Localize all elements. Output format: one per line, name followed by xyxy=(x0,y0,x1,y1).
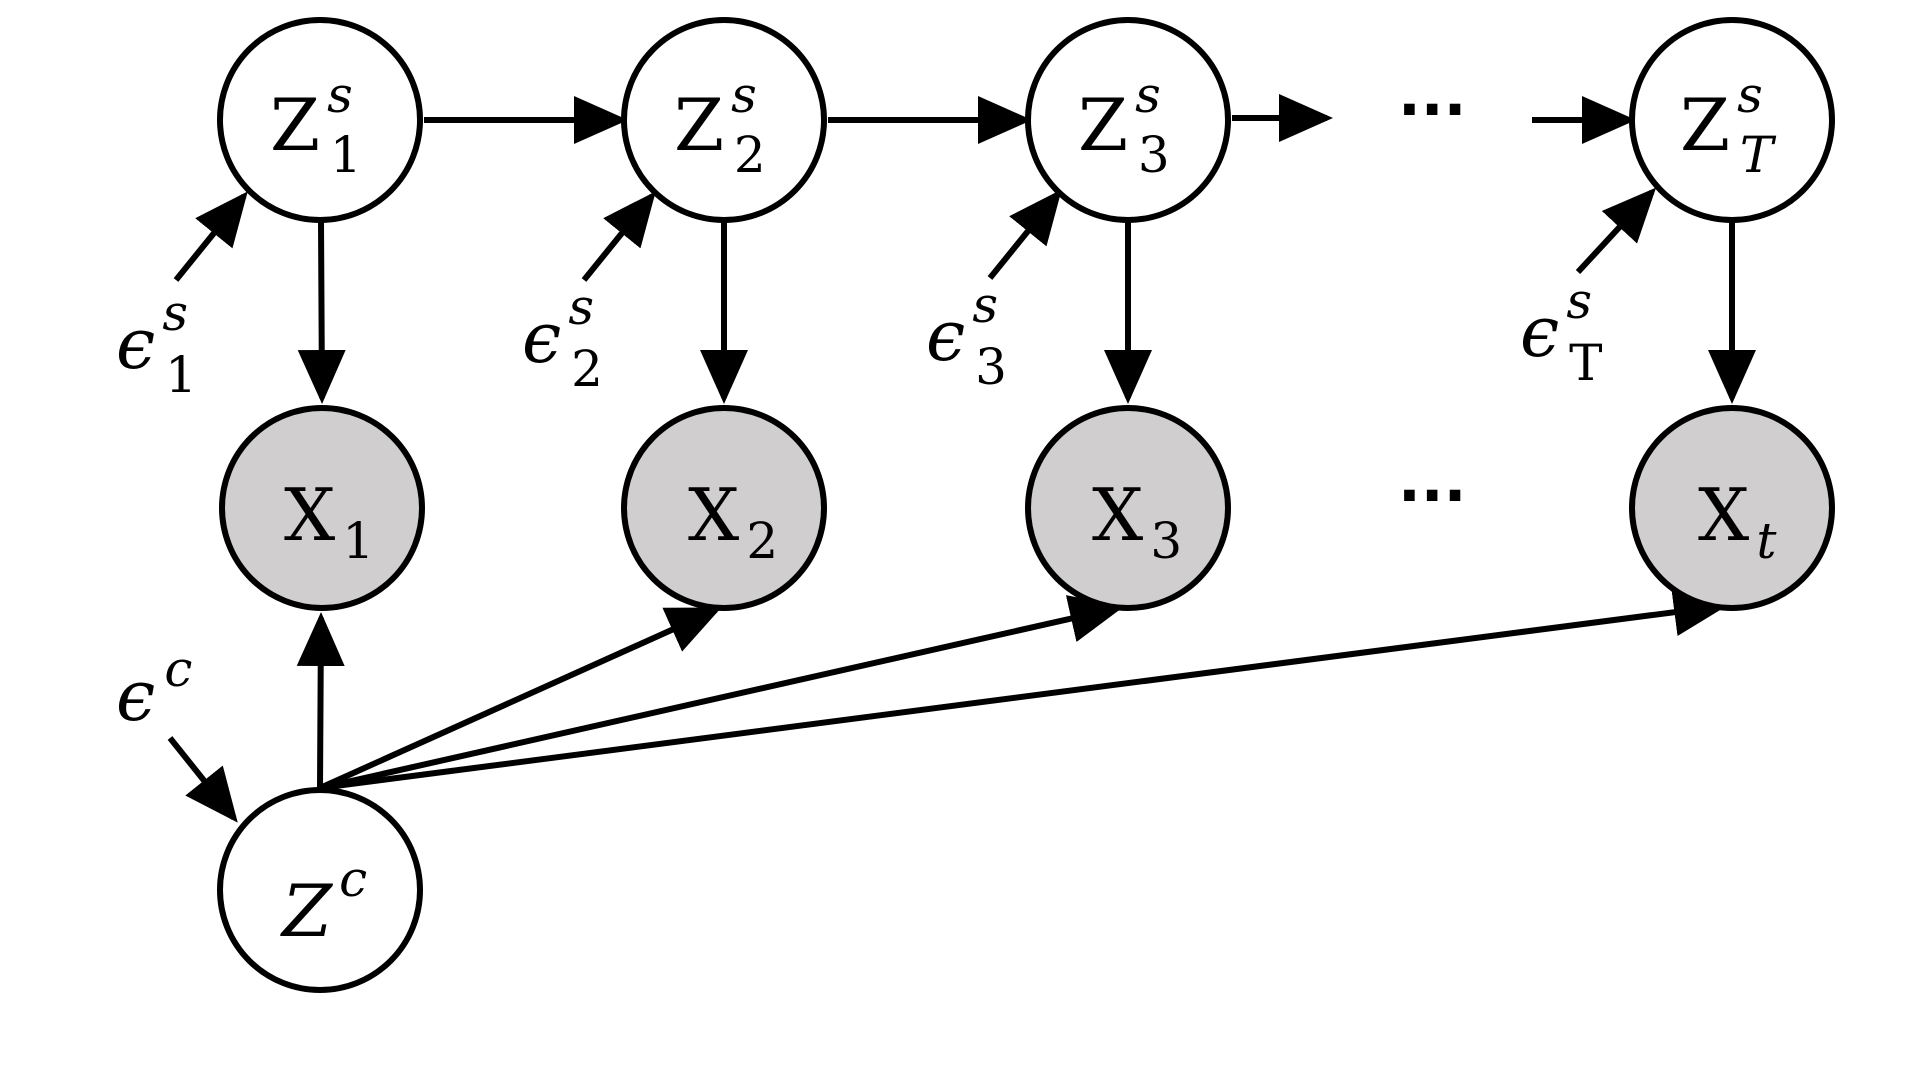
node-x1-main: X xyxy=(284,473,335,557)
noise-eps2-main: ϵ xyxy=(522,297,561,379)
noise-epsT-sub: T xyxy=(1569,334,1602,392)
svg-text:Z c: Z c xyxy=(280,850,367,953)
noise-eps3: ϵ s 3 xyxy=(926,276,1007,396)
node-zs1-sup: s xyxy=(327,66,353,124)
svg-text:ϵ s T: ϵ s T xyxy=(1520,272,1602,392)
svg-text:X 1: X 1 xyxy=(284,473,374,570)
ellipsis-top: ··· xyxy=(1398,75,1466,145)
node-zs1-sub: 1 xyxy=(330,126,362,184)
node-zs2: Z s 2 xyxy=(621,17,827,223)
node-zs3-main: Z xyxy=(1078,83,1128,167)
node-zs2-sub: 2 xyxy=(734,126,766,184)
node-zc: Z c xyxy=(217,787,423,993)
node-x3: X 3 xyxy=(1025,405,1231,611)
edge-zc-x2 xyxy=(318,607,722,791)
ellipsis-middle: ··· xyxy=(1398,461,1466,531)
svg-text:ϵ c: ϵ c xyxy=(116,640,192,737)
node-x2: X 2 xyxy=(621,405,827,611)
node-zs3: Z s 3 xyxy=(1025,17,1231,223)
edge-epsc-zc xyxy=(167,736,238,823)
node-x2-sub: 2 xyxy=(746,512,778,570)
svg-text:Z s 2: Z s 2 xyxy=(674,66,766,184)
edge-zc-x3 xyxy=(319,595,1124,791)
node-zc-circle xyxy=(217,787,423,993)
svg-text:Z s 1: Z s 1 xyxy=(270,66,362,184)
node-zs1-main: Z xyxy=(270,83,320,167)
edge-zc-x1 xyxy=(296,612,345,789)
noise-epsc-main: ϵ xyxy=(116,655,155,737)
node-x3-circle xyxy=(1025,405,1231,611)
noise-eps3-sup: s xyxy=(972,276,998,334)
svg-text:Z s 3: Z s 3 xyxy=(1078,66,1170,184)
svg-text:ϵ s 1: ϵ s 1 xyxy=(116,284,197,404)
edge-zs1-x1 xyxy=(297,221,346,404)
svg-text:X 3: X 3 xyxy=(1092,473,1182,570)
node-zs3-sub: 3 xyxy=(1138,126,1170,184)
node-xt-circle xyxy=(1629,405,1835,611)
node-zs1-circle xyxy=(217,17,423,223)
node-zc-main: Z xyxy=(280,869,334,953)
node-zsT-sup: s xyxy=(1737,66,1763,124)
noise-eps1: ϵ s 1 xyxy=(116,284,197,404)
noise-eps2-sub: 2 xyxy=(571,340,603,398)
edge-eps2-zs2 xyxy=(581,191,656,282)
svg-text:X 2: X 2 xyxy=(688,473,778,570)
noise-epsc-sup: c xyxy=(164,640,192,698)
node-x2-circle xyxy=(621,405,827,611)
node-xt-main: X xyxy=(1698,473,1749,557)
noise-eps3-sub: 3 xyxy=(975,338,1007,396)
noise-eps1-sup: s xyxy=(162,284,188,342)
node-x1: X 1 xyxy=(219,405,425,611)
svg-text:Z s T: Z s T xyxy=(1680,66,1777,184)
noise-epsT-sup: s xyxy=(1566,272,1592,330)
noise-eps1-main: ϵ xyxy=(116,303,155,385)
node-x2-main: X xyxy=(688,473,739,557)
noise-eps2: ϵ s 2 xyxy=(522,278,603,398)
svg-text:ϵ s 3: ϵ s 3 xyxy=(926,276,1007,396)
noise-eps3-main: ϵ xyxy=(926,295,965,377)
node-zs3-sup: s xyxy=(1135,66,1161,124)
node-zsT-sub: T xyxy=(1740,126,1777,184)
noise-epsc: ϵ c xyxy=(116,640,192,737)
node-x3-sub: 3 xyxy=(1150,512,1182,570)
node-zs1: Z s 1 xyxy=(217,17,423,223)
edge-epsT-zsT xyxy=(1575,187,1657,275)
noise-eps1-sub: 1 xyxy=(165,346,197,404)
node-zsT: Z s T xyxy=(1629,17,1835,223)
edge-zc-xt xyxy=(319,588,1728,791)
edge-eps3-zs3 xyxy=(987,189,1062,280)
node-xt: X t xyxy=(1629,405,1835,611)
node-x1-circle xyxy=(219,405,425,611)
node-zsT-main: Z xyxy=(1680,83,1730,167)
svg-text:X t: X t xyxy=(1698,473,1777,570)
edges xyxy=(167,94,1756,823)
noise-epsT-main: ϵ xyxy=(1520,291,1559,373)
node-xt-sub: t xyxy=(1756,512,1777,570)
node-zs2-circle xyxy=(621,17,827,223)
noise-epsT: ϵ s T xyxy=(1520,272,1602,392)
svg-text:ϵ s 2: ϵ s 2 xyxy=(522,278,603,398)
edge-eps1-zs1 xyxy=(173,191,248,282)
node-zs2-main: Z xyxy=(674,83,724,167)
noise-eps2-sup: s xyxy=(568,278,594,336)
node-zsT-circle xyxy=(1629,17,1835,223)
node-zc-sup: c xyxy=(339,850,367,908)
node-zs2-sup: s xyxy=(731,66,757,124)
node-zs3-circle xyxy=(1025,17,1231,223)
node-x3-main: X xyxy=(1092,473,1143,557)
node-x1-sub: 1 xyxy=(342,512,374,570)
